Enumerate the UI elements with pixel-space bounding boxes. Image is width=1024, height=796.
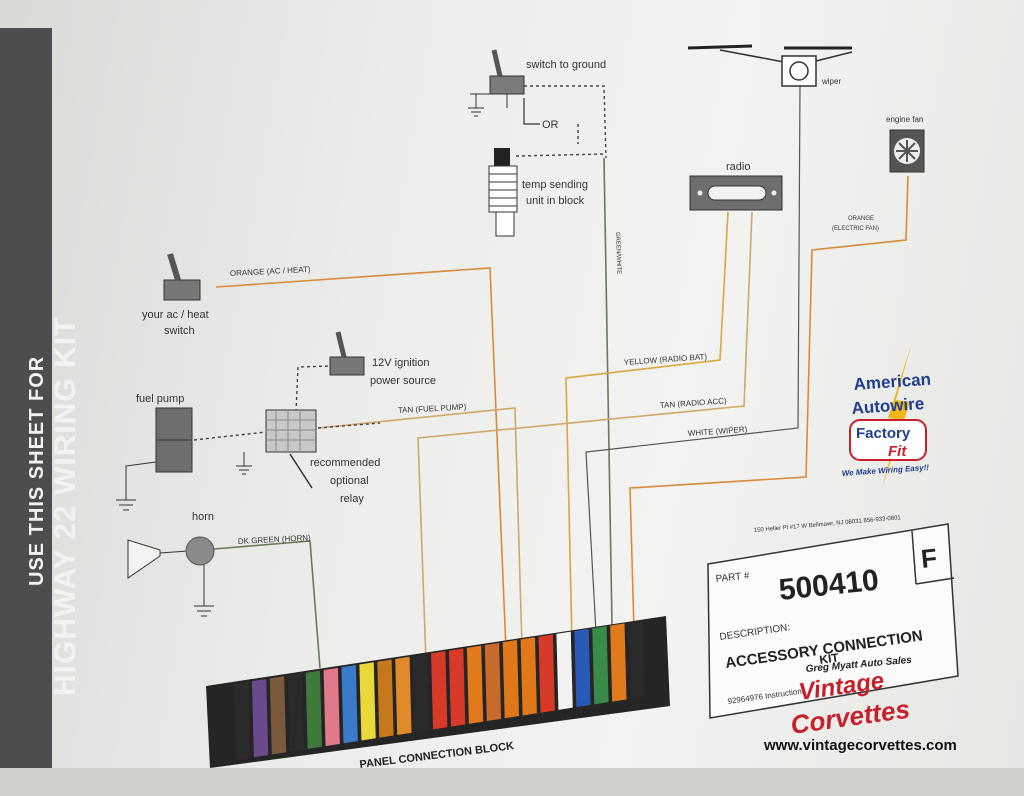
terminal-wire-stripe (448, 648, 466, 727)
label-ac-switch-1: your ac / heat (142, 309, 209, 321)
engine-fan-icon (889, 129, 925, 173)
american-autowire-logo: American Autowire Factory Fit We Make Wi… (842, 342, 932, 488)
label-engine-fan: engine fan (886, 115, 923, 124)
wire-tan-fuel-pump (317, 407, 523, 649)
terminal-wire-stripe (610, 623, 627, 702)
terminal-wire-stripe (323, 667, 340, 747)
ignition-switch-icon (329, 331, 365, 376)
part-revision: F (919, 542, 938, 573)
brand-factory: Factory (856, 425, 911, 442)
wire-orange-electric-fan (629, 175, 909, 631)
label-white-wiper: WHITE (WIPER) (688, 425, 748, 438)
brand-address: 150 Heller Pl #17 W Bellmawr, NJ 08031 8… (754, 515, 902, 534)
terminal-wire-stripe (269, 676, 287, 755)
terminal-wire-stripe (395, 656, 412, 735)
label-horn: horn (192, 511, 214, 523)
label-orange-fan-2: (ELECTRIC FAN) (832, 226, 879, 232)
brand-line-1: American (853, 370, 932, 394)
terminal-wire-stripe (538, 634, 555, 713)
wiring-diagram: switch to ground OR temp sending unit in… (116, 44, 959, 768)
part-info-box (707, 523, 959, 719)
fuel-pump-icon (116, 407, 193, 511)
label-ignition-1: 12V ignition (372, 357, 430, 369)
temp-sending-unit-icon (488, 148, 518, 237)
label-orange-ac-heat: ORANGE (AC / HEAT) (230, 265, 311, 278)
label-green-white: GREEN/WHITE (614, 232, 621, 275)
label-or: OR (542, 119, 559, 131)
label-temp-sending: temp sending (522, 179, 588, 191)
description-kit: KIT (818, 650, 840, 667)
panel-connection-block (206, 616, 670, 768)
label-radio: radio (726, 161, 750, 173)
horn-icon (127, 536, 215, 617)
label-ac-switch-2: switch (164, 325, 195, 337)
terminal-wire-stripe (520, 637, 537, 716)
wire-orange-ac-heat (215, 267, 507, 651)
ac-heat-switch-icon (163, 253, 201, 301)
part-label: PART # (715, 570, 750, 585)
label-fuel-pump: fuel pump (136, 393, 184, 405)
dashed-relay-ignition (295, 365, 331, 413)
wiper-icon (687, 44, 853, 87)
terminal-wire-stripe (305, 670, 322, 749)
label-dk-green-horn: DK GREEN (HORN) (238, 533, 312, 546)
label-unit-in-block: unit in block (526, 195, 585, 207)
brand-fit: Fit (888, 443, 907, 460)
terminal-wire-stripe (287, 673, 305, 752)
wire-white-wiper (585, 85, 801, 633)
relay-icon (236, 409, 317, 489)
terminal-wire-stripe (359, 662, 376, 741)
label-relay-1: recommended (310, 457, 380, 469)
terminal-wire-stripe (377, 659, 394, 738)
dashed-relay-tan (317, 422, 381, 429)
terminal-wire-stripe (574, 628, 591, 708)
wire-green-white (603, 157, 613, 626)
label-relay-3: relay (340, 493, 364, 505)
dashed-switch-to-ground (524, 85, 607, 159)
wire-dk-green-horn (213, 540, 321, 669)
terminal-wire-stripe (556, 631, 573, 710)
watermark-url: www.vintagecorvettes.com (763, 737, 957, 754)
terminal-wire-stripe (484, 642, 502, 722)
label-switch-to-ground: switch to ground (526, 59, 606, 71)
terminal-wire-stripe (502, 640, 520, 719)
label-tan-fuel-pump: TAN (FUEL PUMP) (398, 402, 467, 415)
sidebar-stripe: USE THIS SHEET FOR HIGHWAY 22 WIRING KIT (0, 28, 82, 768)
terminal-wire-stripe (251, 678, 269, 758)
label-relay-2: optional (330, 475, 369, 487)
dashed-fuel-relay (193, 431, 267, 441)
switch-to-ground-icon (468, 49, 525, 117)
dashed-temp-sender (515, 153, 607, 157)
label-wiper: wiper (821, 77, 841, 86)
or-arrow-line (523, 98, 540, 125)
terminal-wire-stripe (466, 645, 484, 724)
terminal-wire-stripe (628, 620, 645, 699)
radio-icon (689, 175, 783, 211)
wire-yellow-radio-bat (565, 211, 729, 643)
brand-line-2: Autowire (851, 394, 925, 418)
wire-tan-radio-acc (417, 211, 753, 663)
label-yellow-radio-bat: YELLOW (RADIO BAT) (624, 352, 708, 367)
label-ignition-2: power source (370, 375, 436, 387)
terminal-wire-stripe (234, 681, 251, 760)
terminal-wire-stripe (341, 665, 358, 744)
terminal-wire-stripe (431, 651, 448, 730)
label-orange-fan-1: ORANGE (848, 216, 874, 222)
terminal-wire-stripe (592, 626, 609, 705)
terminal-wire-stripe (413, 653, 430, 733)
